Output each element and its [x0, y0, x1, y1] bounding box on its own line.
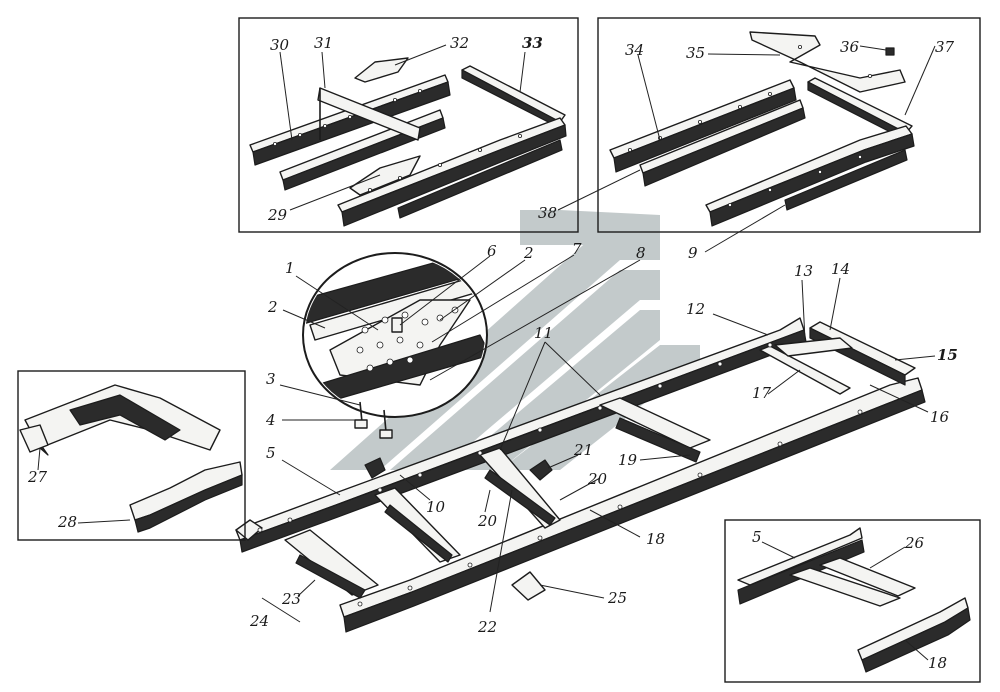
callout-29: 29 [267, 206, 288, 224]
callout-3: 3 [266, 370, 276, 388]
callout-14: 14 [831, 260, 850, 278]
leaders-bottom-right [761, 541, 929, 661]
callout-38: 38 [538, 204, 557, 222]
inset-frame [17, 370, 246, 541]
inset-frame [238, 17, 579, 233]
crossmember-10 [374, 487, 461, 563]
inset-frame [724, 519, 981, 683]
callout-17: 17 [752, 384, 772, 402]
frame-33-top [461, 65, 566, 123]
bracket-spring [364, 457, 386, 479]
crossmember-19 [599, 397, 711, 449]
callout-28: 28 [57, 513, 77, 531]
callout-1: 1 [285, 259, 295, 277]
callout-18-detail: 18 [928, 654, 947, 672]
callout-20-left: 20 [477, 512, 498, 530]
crossmember-31 [317, 87, 421, 141]
nut-36 [885, 47, 895, 56]
callout-25: 25 [607, 589, 627, 607]
inset-bottom-right: 5 26 18 [724, 519, 981, 683]
callout-12: 12 [686, 300, 705, 318]
bracket-27 [19, 424, 49, 453]
callout-37: 37 [935, 38, 955, 56]
rail-inner-web [282, 117, 446, 191]
callout-4: 4 [265, 411, 276, 429]
callout-19: 19 [618, 451, 638, 469]
bracket-35 [749, 31, 906, 93]
leaders-detail [279, 254, 641, 421]
callout-26: 26 [904, 534, 925, 552]
callout-36: 36 [840, 38, 860, 56]
callout-11: 11 [534, 324, 553, 342]
callout-9: 9 [688, 244, 698, 262]
inset-top-left: 30 31 32 33 29 [238, 17, 579, 233]
callout-32: 32 [450, 34, 469, 52]
bolts [354, 401, 393, 439]
rail-30-web [252, 81, 451, 166]
side-member-right-web [343, 389, 926, 633]
callout-13: 13 [794, 262, 813, 280]
leaders-left [37, 447, 131, 524]
inset-frame [597, 17, 981, 233]
callout-6: 6 [487, 242, 497, 260]
crossmember-27 [24, 384, 221, 451]
callout-5: 5 [266, 444, 276, 462]
callout-21: 21 [573, 441, 593, 459]
callout-8: 8 [636, 244, 646, 262]
callout-33: 33 [522, 34, 543, 52]
callout-35: 35 [686, 44, 705, 62]
callout-18: 18 [646, 530, 665, 548]
callout-23: 23 [281, 590, 301, 608]
bracket-29 [349, 155, 421, 196]
callout-2-right: 2 [523, 244, 534, 262]
callout-27: 27 [27, 468, 48, 486]
crossmember-26-b [819, 557, 916, 597]
rail-holes [628, 45, 873, 207]
plate-32 [354, 57, 409, 83]
callout-22: 22 [477, 618, 497, 636]
inset-top-right: 34 35 36 37 38 9 [538, 17, 981, 262]
callout-2-left: 2 [267, 298, 278, 316]
crossmember-26-a [789, 567, 901, 607]
callout-34: 34 [625, 41, 644, 59]
leaders-main [261, 277, 936, 623]
crossmember-17 [759, 345, 851, 395]
main-chassis: 5 10 11 12 13 14 15 16 17 18 19 20 20 21… [235, 260, 958, 636]
detail-magnifier: 1 2 6 2 7 8 3 4 [265, 240, 646, 439]
bracket-21 [529, 459, 553, 481]
callout-5-detail: 5 [752, 528, 762, 546]
frame-holes [257, 342, 863, 607]
callout-30: 30 [270, 36, 290, 54]
leaders-top-right [557, 45, 936, 253]
crossmember-13 [774, 337, 853, 357]
frame-33-side [337, 117, 566, 213]
inset-left: 27 28 [17, 370, 246, 541]
leaders-top-left [279, 44, 526, 211]
callout-24: 24 [249, 612, 269, 630]
rail-holes [272, 89, 523, 192]
callout-20-right: 20 [587, 470, 608, 488]
callout-7: 7 [572, 240, 582, 258]
callout-16: 16 [930, 408, 950, 426]
bracket-25 [511, 571, 546, 601]
callout-15: 15 [937, 346, 958, 364]
callout-10: 10 [426, 498, 446, 516]
callout-31: 31 [314, 34, 333, 52]
side-member-5-detail [737, 527, 863, 586]
